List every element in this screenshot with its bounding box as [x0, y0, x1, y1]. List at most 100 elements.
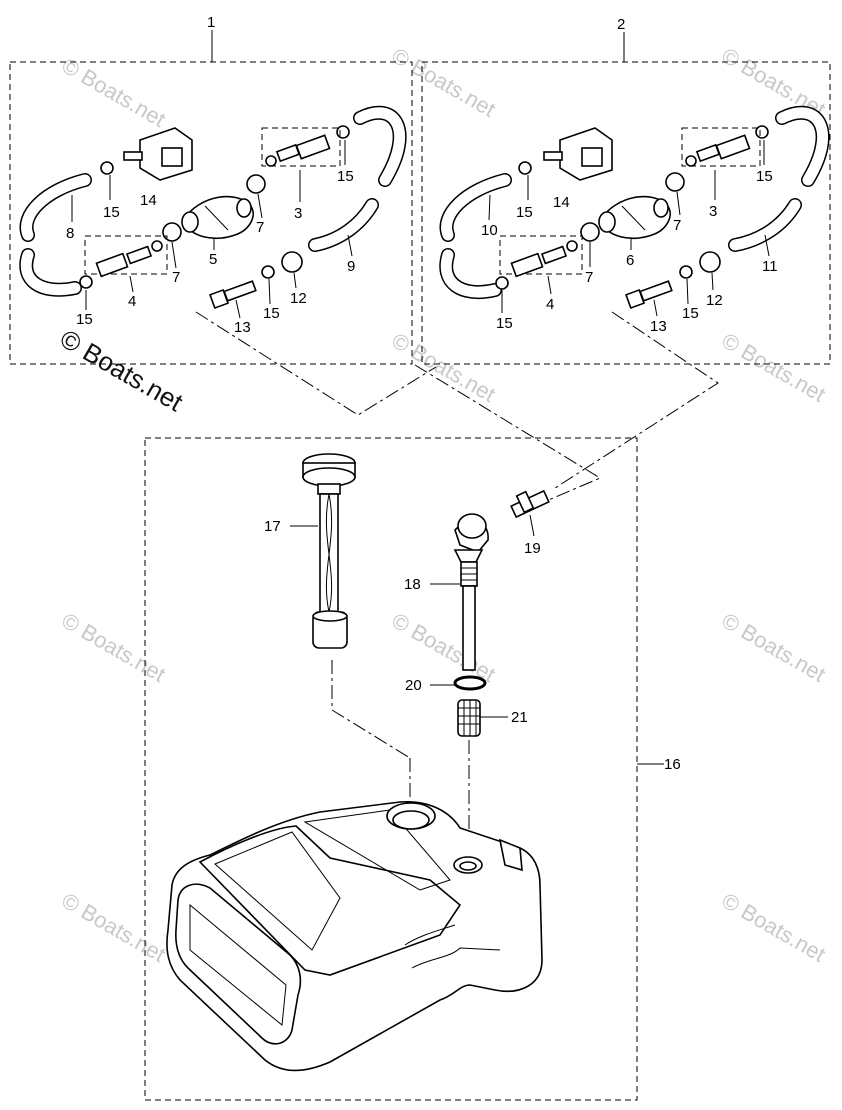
- hose-8: [20, 174, 91, 296]
- watermark-main: © Boats.net: [55, 323, 189, 417]
- callout-4: 4: [546, 296, 554, 313]
- hose-10: [440, 174, 511, 298]
- callout-20: 20: [405, 677, 422, 694]
- watermark: © Boats.net: [58, 53, 170, 132]
- callout-1: 1: [207, 14, 215, 31]
- callout-16: 16: [664, 756, 681, 773]
- leader: [235, 299, 241, 319]
- sleeve-7: [246, 174, 266, 194]
- kit-right: 2 14 15 10 15 3 7 6 7 11 4 12 15 13 15: [421, 16, 831, 365]
- primer-bulb-6: [598, 195, 671, 240]
- callout-15: 15: [337, 168, 354, 185]
- clamp-15: [79, 275, 93, 289]
- leader: [653, 299, 658, 317]
- callout-15: 15: [682, 305, 699, 322]
- connector-14: [543, 127, 613, 181]
- leader: [676, 191, 681, 216]
- connection-line-right: [551, 311, 719, 491]
- watermark: © Boats.net: [388, 328, 500, 407]
- filter-21: [457, 699, 481, 737]
- callout-13: 13: [650, 318, 667, 335]
- watermark: © Boats.net: [718, 888, 830, 967]
- sleeve-12: [699, 251, 721, 273]
- pickup-tube-18: [453, 513, 489, 671]
- sleeve-7: [162, 222, 182, 242]
- callout-15: 15: [263, 305, 280, 322]
- clamp-15: [518, 161, 532, 175]
- check-valve-3: [265, 134, 331, 167]
- callout-7: 7: [172, 269, 180, 286]
- clamp-15: [755, 125, 769, 139]
- leader: [171, 241, 177, 269]
- watermark: © Boats.net: [718, 608, 830, 687]
- axis-line: [331, 709, 411, 759]
- fitting-19: [510, 489, 550, 519]
- fuel-tank: [166, 801, 543, 1072]
- callout-5: 5: [209, 251, 217, 268]
- callout-8: 8: [66, 225, 74, 242]
- check-valve-3: [685, 134, 751, 167]
- callout-15: 15: [496, 315, 513, 332]
- leader: [257, 193, 263, 219]
- leader: [293, 272, 297, 289]
- callout-12: 12: [706, 292, 723, 309]
- leader: [347, 234, 353, 257]
- sleeve-12: [281, 251, 303, 273]
- o-ring-20: [453, 675, 487, 691]
- callout-15: 15: [76, 311, 93, 328]
- clamp-15: [679, 265, 693, 279]
- hose-11: [729, 107, 829, 251]
- valve-4-group: [499, 235, 583, 275]
- callout-10: 10: [481, 222, 498, 239]
- callout-6: 6: [626, 252, 634, 269]
- tank-boundary: [144, 437, 638, 1101]
- valve-3-group: [681, 127, 761, 167]
- tank-assembly: 17 18 19 20 21 16: [144, 437, 681, 1101]
- callout-15: 15: [103, 204, 120, 221]
- clamp-15: [100, 161, 114, 175]
- connection-line-left: [195, 311, 437, 416]
- watermark: © Boats.net: [58, 888, 170, 967]
- watermark: © Boats.net: [58, 608, 170, 687]
- callout-12: 12: [290, 290, 307, 307]
- fitting-13: [625, 280, 673, 309]
- sleeve-7: [665, 172, 685, 192]
- leader: [529, 514, 535, 537]
- callout-18: 18: [404, 576, 421, 593]
- callout-7: 7: [673, 217, 681, 234]
- hose-9: [309, 107, 406, 251]
- callout-7: 7: [256, 219, 264, 236]
- callout-2: 2: [617, 16, 625, 33]
- callout-15: 15: [756, 168, 773, 185]
- connection-line-crossover: [414, 364, 602, 509]
- leader: [268, 278, 271, 305]
- watermark: © Boats.net: [718, 328, 830, 407]
- watermark: © Boats.net: [388, 608, 500, 687]
- callout-14: 14: [140, 192, 157, 209]
- leader: [129, 275, 134, 293]
- kit-left: 1 14 15 8 15 3 7 5 7 9 4 12 15 13 15: [9, 14, 413, 365]
- callout-19: 19: [524, 540, 541, 557]
- leader: [547, 275, 552, 295]
- callout-7: 7: [585, 269, 593, 286]
- clamp-15: [336, 125, 350, 139]
- clamp-15: [495, 276, 509, 290]
- callout-13: 13: [234, 319, 251, 336]
- sleeve-7: [580, 222, 600, 242]
- check-valve-4: [95, 240, 163, 278]
- watermark: © Boats.net: [388, 43, 500, 122]
- fitting-13: [209, 280, 257, 309]
- callout-21: 21: [511, 709, 528, 726]
- valve-4-group: [84, 235, 168, 275]
- callout-14: 14: [553, 194, 570, 211]
- callout-11: 11: [762, 258, 778, 275]
- callout-3: 3: [294, 205, 302, 222]
- valve-3-group: [261, 127, 341, 167]
- callout-15: 15: [516, 204, 533, 221]
- callout-17: 17: [264, 518, 281, 535]
- check-valve-4: [510, 240, 578, 278]
- clamp-15: [261, 265, 275, 279]
- callout-9: 9: [347, 258, 355, 275]
- leader: [488, 194, 491, 221]
